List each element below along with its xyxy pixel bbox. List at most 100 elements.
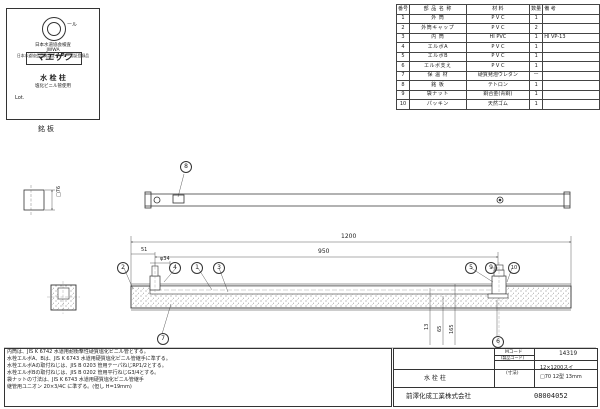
- dim-13: 13: [424, 323, 430, 330]
- note-line: 水栓エルボAの取付ねじは、JIS B 0203 管用テーパねじRP1/2とする。: [7, 363, 167, 369]
- tb-product-name: 水 栓 柱: [424, 375, 446, 382]
- row-no: 4: [395, 42, 411, 53]
- dim-65: 65: [437, 325, 443, 332]
- cert-line1: 日本水道協会検査: [35, 43, 71, 48]
- tb-mcode-label: Mコード: [505, 350, 523, 355]
- balloon-5: 5: [465, 262, 477, 274]
- dim-total: 1200: [341, 233, 357, 240]
- row-name: 内 筒: [409, 32, 467, 43]
- balloon-6: 6: [492, 336, 504, 348]
- row-no: 10: [395, 99, 411, 110]
- row-material: P V C: [465, 13, 531, 24]
- row-remark: [542, 80, 600, 91]
- nameplate: ール 日本水道協会検査 JWWA 日本水道協会品質認証センター認証登録品 マエザ…: [6, 8, 100, 120]
- dim-offset: 51: [141, 247, 148, 253]
- row-name: 保 温 材: [409, 70, 467, 81]
- row-material: P V C: [465, 51, 531, 62]
- row-material: P V C: [465, 23, 531, 34]
- balloon-4: 4: [169, 262, 181, 274]
- row-no: 7: [395, 70, 411, 81]
- row-qty: 1: [529, 42, 544, 53]
- row-remark: [542, 42, 600, 53]
- row-no: 1: [395, 13, 411, 24]
- brand-logo: マエザワ: [26, 52, 82, 65]
- hole-left: [153, 196, 161, 204]
- row-qty: ー: [529, 70, 544, 81]
- balloon-9: 9: [485, 262, 497, 274]
- cap-left: [144, 191, 152, 209]
- row-no: 9: [395, 89, 411, 100]
- row-no: 6: [395, 61, 411, 72]
- header-no: 番号: [395, 4, 411, 15]
- dim-square: □76: [56, 185, 62, 197]
- row-name: パッキン: [409, 99, 467, 110]
- row-qty: 1: [529, 80, 544, 91]
- header-qty: 数量: [529, 4, 544, 15]
- cert-text: 日本水道協会検査 JWWA 日本水道協会品質認証センター認証登録品: [7, 43, 99, 58]
- nameplate-position: [172, 194, 185, 204]
- row-qty: 2: [529, 23, 544, 34]
- row-no: 2: [395, 23, 411, 34]
- balloon-10: 10: [508, 262, 520, 274]
- row-remark: [542, 23, 600, 34]
- seal-badge-text: ール: [67, 22, 78, 28]
- header-remark: 備 考: [542, 4, 600, 15]
- row-remark: [542, 70, 600, 81]
- row-name: エルボA: [409, 42, 467, 53]
- hole-right: [496, 196, 504, 204]
- row-no: 5: [395, 51, 411, 62]
- dim-phi34: φ34: [160, 256, 170, 262]
- row-no: 3: [395, 32, 411, 43]
- row-material: P V C: [465, 42, 531, 53]
- certification-seal: [42, 17, 66, 41]
- nameplate-caption: 銘板: [38, 125, 56, 133]
- note-line: 水栓エルボA、Bは、JIS K 6743 水道用硬質塩化ビニル管継手に準ずる。: [7, 356, 171, 362]
- note-line: 内筒は、JIS K 6742 水道用耐衝撃性硬質塩化ビニル管とする。: [7, 349, 149, 355]
- row-qty: 1: [529, 89, 544, 100]
- tb-spec-label: (寸法): [506, 371, 519, 376]
- balloon-1: 1: [191, 262, 203, 274]
- tb-mcode-label2: (製品コード): [501, 355, 525, 360]
- row-qty: 1: [529, 61, 544, 72]
- balloon-3: 3: [213, 262, 225, 274]
- note-line: 袋ナットの寸法は、JIS K 6743 水道用硬質塩化ビニル管継手: [7, 377, 144, 383]
- end-square-profile: [23, 189, 45, 211]
- row-material: テトロン: [465, 80, 531, 91]
- row-material: 硬質発泡ウレタン: [465, 70, 531, 81]
- dim-165: 165: [449, 324, 455, 334]
- balloon-7: 7: [157, 333, 169, 345]
- row-remark: HI VP-13: [542, 32, 600, 43]
- tb-spec-line1: 12×1200スイ: [540, 365, 574, 371]
- row-material: 銅合金(青銅): [465, 89, 531, 100]
- dim-inner: 950: [318, 248, 330, 255]
- elbow-support: [487, 293, 509, 299]
- row-name: 外 筒: [409, 13, 467, 24]
- tb-company: 前澤化成工業株式会社: [406, 392, 471, 400]
- row-qty: 1: [529, 99, 544, 110]
- row-name: エルボB: [409, 51, 467, 62]
- row-name: 外筒キャップ: [409, 23, 467, 34]
- nameplate-subtitle: 塩化ビニル管使用: [35, 84, 71, 89]
- row-name: 銘 板: [409, 80, 467, 91]
- row-qty: 1: [529, 51, 544, 62]
- tb-spec-line2: □70 12型 13mm: [540, 374, 582, 380]
- row-material: 天然ゴム: [465, 99, 531, 110]
- cap-right: [563, 191, 571, 209]
- balloon-2: 2: [117, 262, 129, 274]
- note-line: 継管用ユニオン 20×3/4C に準ずる。(但し H=19mm): [7, 384, 132, 390]
- row-remark: [542, 13, 600, 24]
- row-remark: [542, 61, 600, 72]
- row-remark: [542, 51, 600, 62]
- row-material: P V C: [465, 61, 531, 72]
- row-qty: 1: [529, 13, 544, 24]
- parts-header-row: 番号 部 品 名 称 材 料 数量 備 考: [395, 4, 600, 15]
